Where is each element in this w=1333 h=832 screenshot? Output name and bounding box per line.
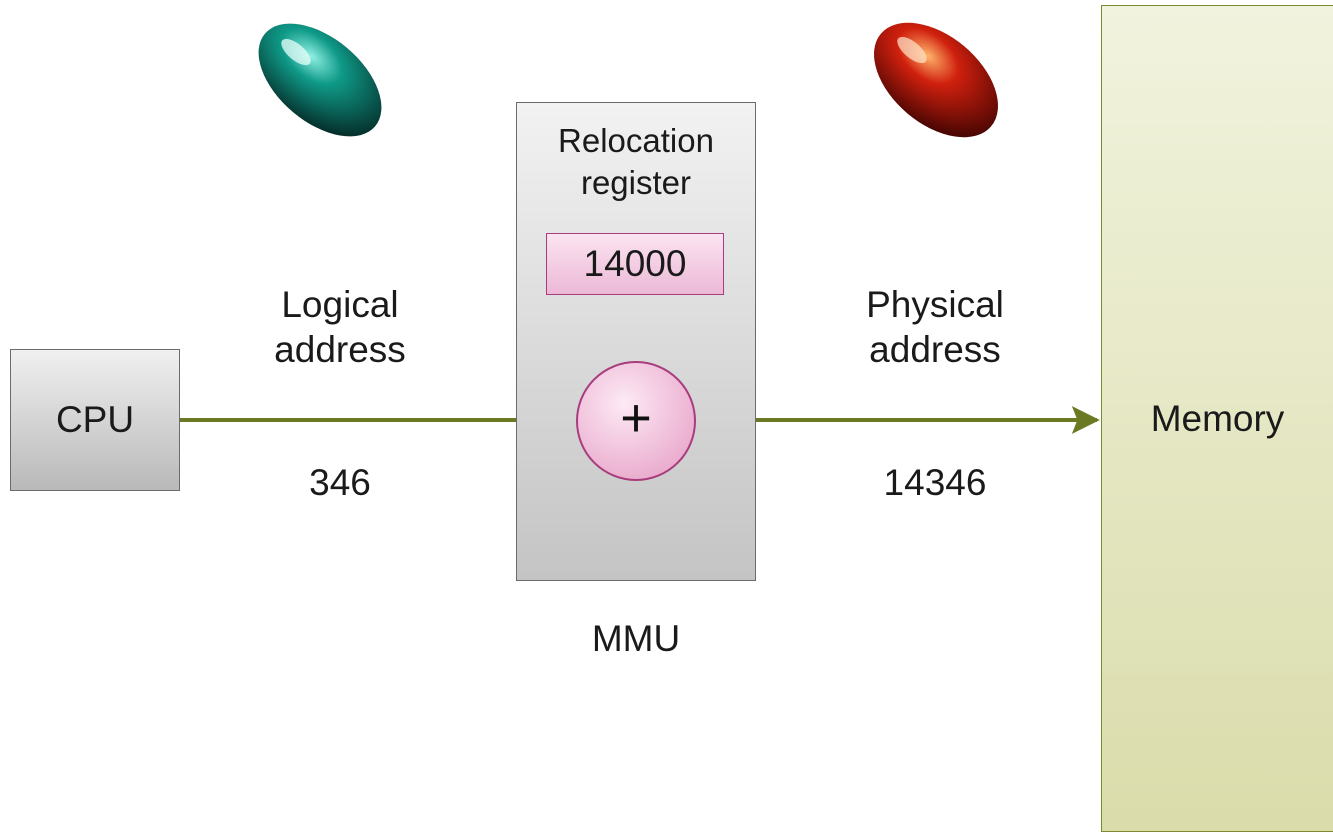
cpu-box: CPU (10, 349, 180, 491)
mmu-label: MMU (591, 618, 681, 659)
mmu-box (516, 102, 756, 581)
physical-address-value: 14346 (883, 462, 987, 503)
relocation-register-value: 14000 (583, 243, 687, 284)
adder-node: + (576, 361, 696, 481)
adder-symbol: + (620, 388, 652, 448)
red-pill-icon (874, 22, 998, 138)
memory-label: Memory (1150, 397, 1285, 439)
logical-address-label: Logical address (274, 284, 406, 370)
teal-pill-icon (258, 23, 382, 137)
physical-address-label: Physical address (866, 284, 1004, 370)
memory-box: Memory (1101, 5, 1333, 832)
logical-address-value: 346 (309, 462, 371, 503)
relocation-register-label: Relocation register (558, 122, 714, 201)
relocation-register-value-box: 14000 (546, 233, 724, 295)
cpu-label: CPU (55, 399, 135, 440)
